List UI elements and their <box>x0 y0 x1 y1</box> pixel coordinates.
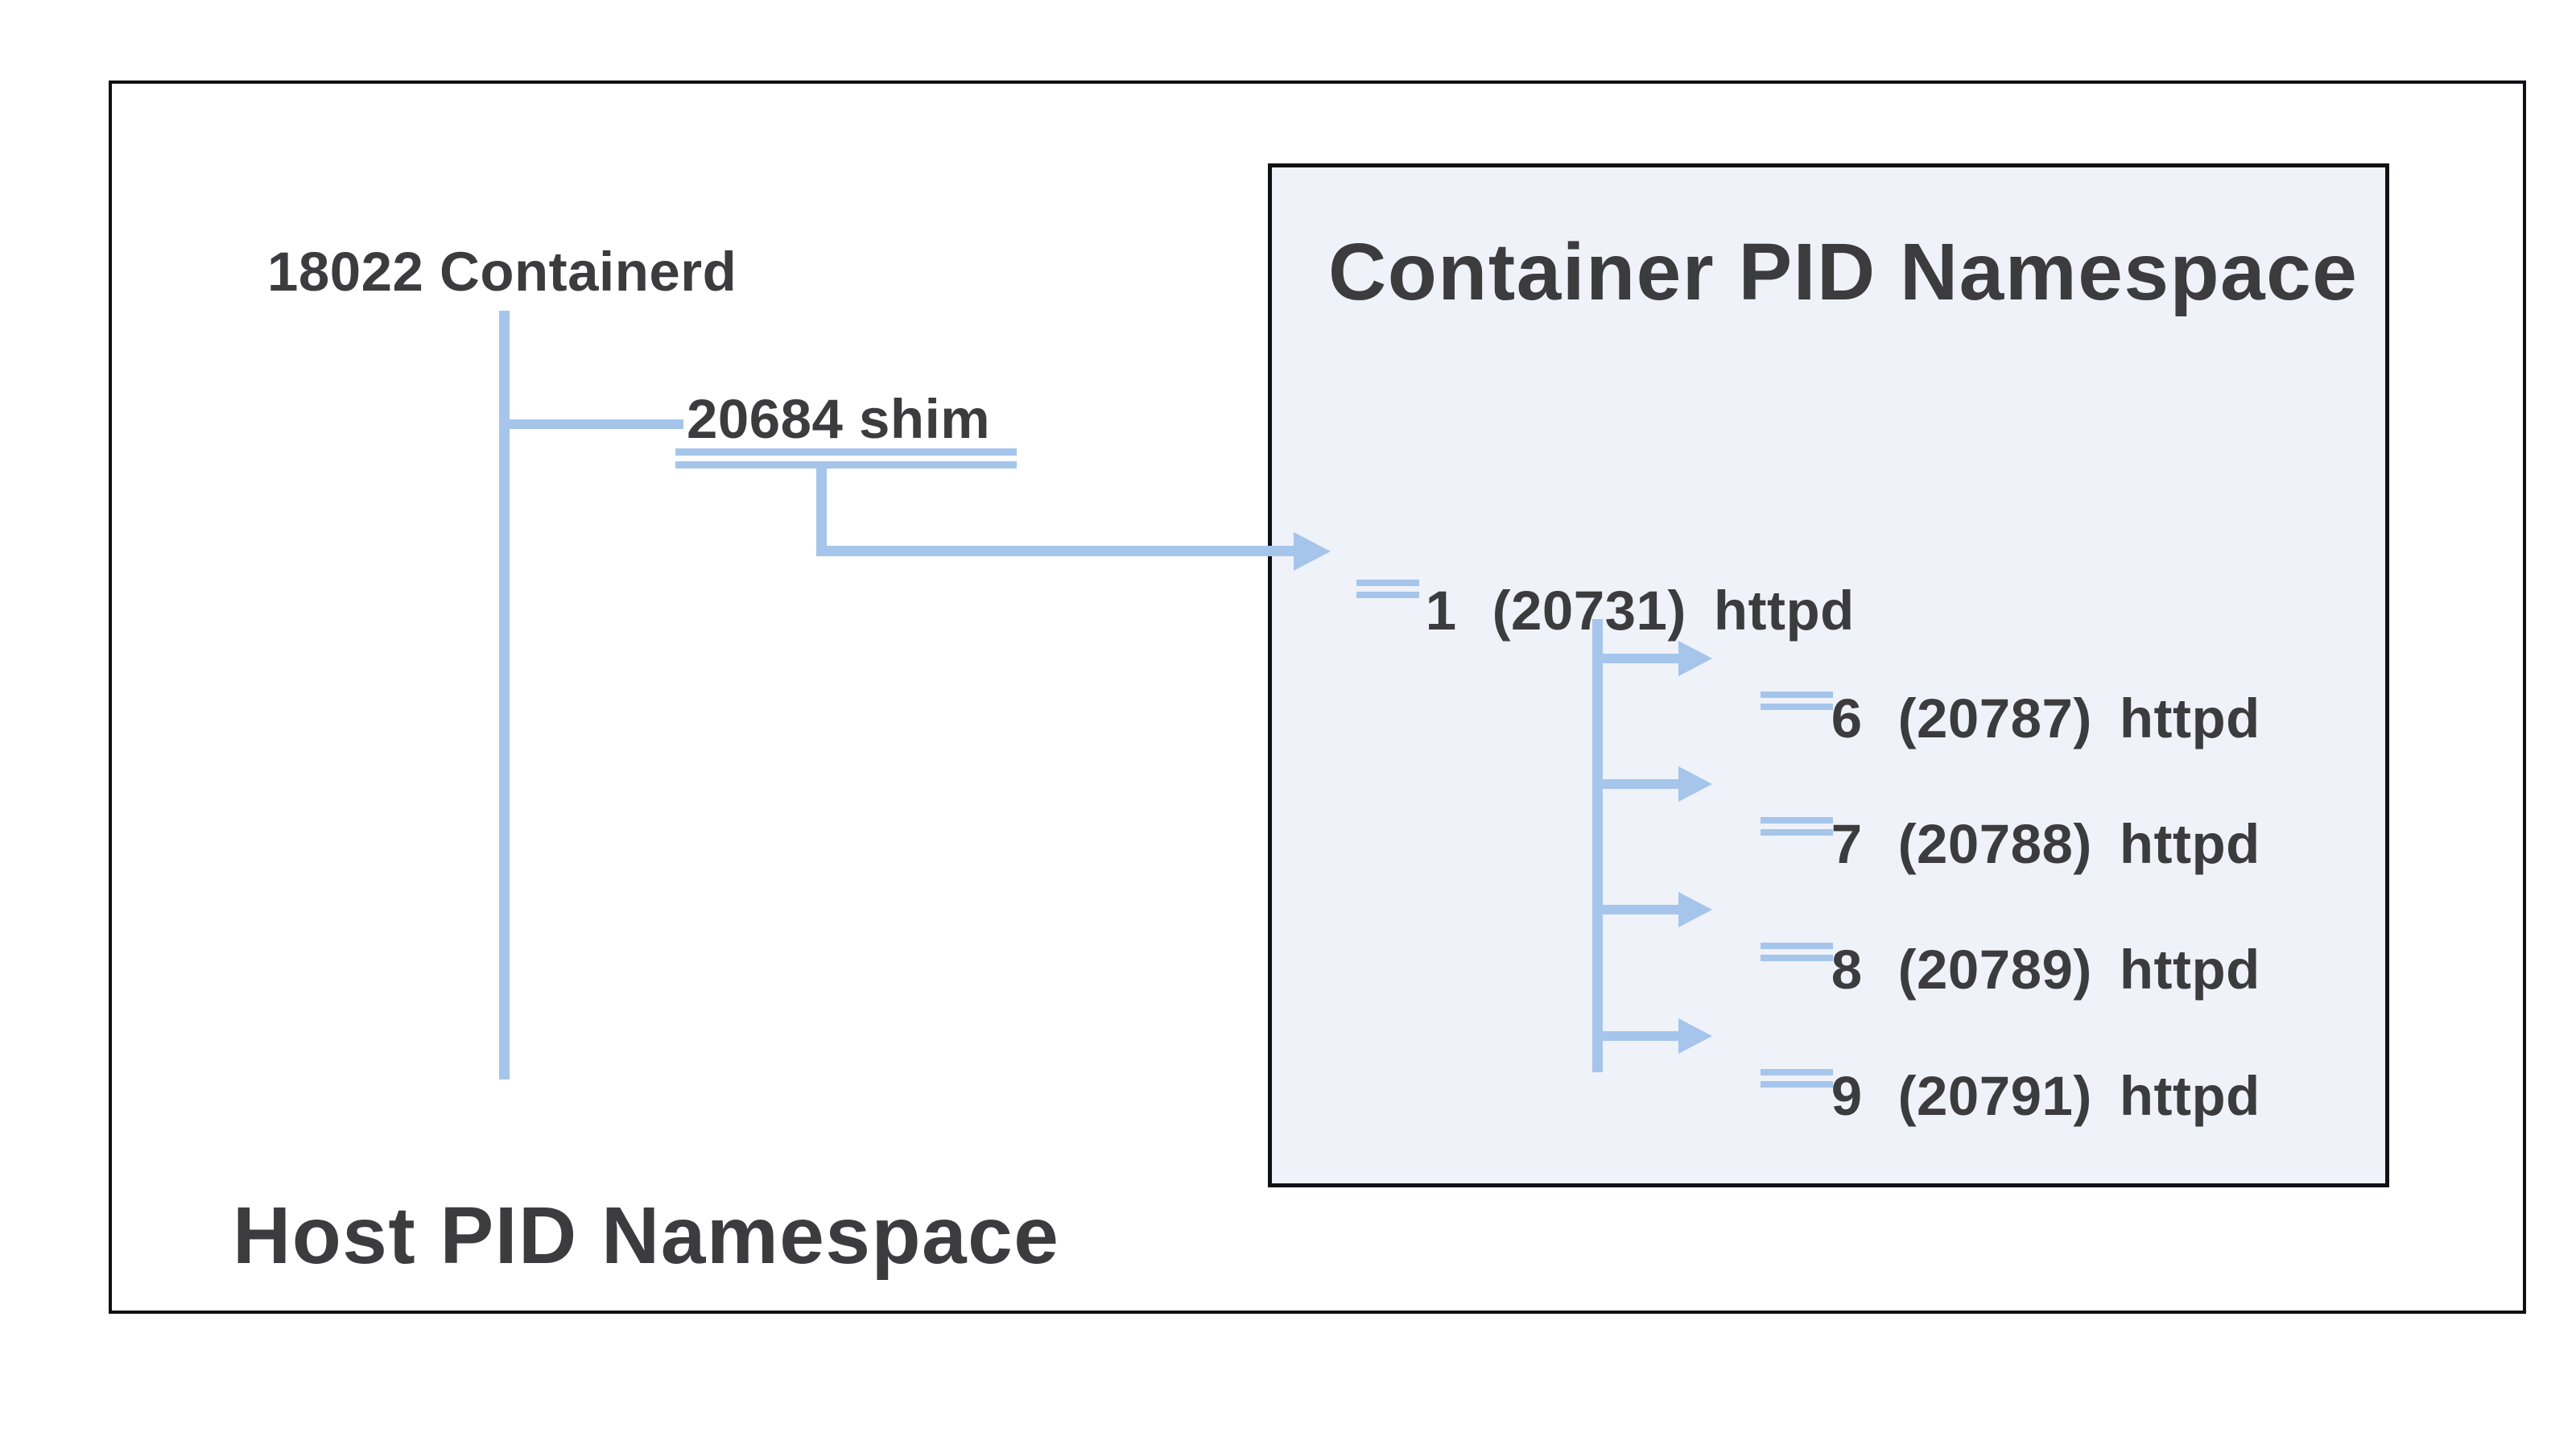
child-pid-double-underline <box>1761 817 1833 836</box>
child-branch-line <box>1603 1031 1678 1041</box>
child-host-pid: (20791) <box>1897 1065 2092 1127</box>
child-ns-pid: 9 <box>1831 1065 1863 1127</box>
shim-drop-line <box>816 469 827 555</box>
child-host-pid: (20787) <box>1897 687 2092 749</box>
child-arrowhead-icon <box>1678 1018 1712 1054</box>
container-trunk-line <box>1592 619 1603 1072</box>
process-node-child: 9 (20791) httpd <box>1768 1007 2260 1186</box>
child-pid-double-underline <box>1761 1069 1833 1088</box>
root-process-name: httpd <box>1713 580 1855 642</box>
child-host-pid: (20788) <box>1897 813 2092 875</box>
child-pid-double-underline <box>1761 943 1833 961</box>
process-node-child: 7 (20788) httpd <box>1768 755 2260 934</box>
child-process-name: httpd <box>2119 939 2260 1001</box>
containerd-trunk-line <box>499 311 510 1080</box>
shim-branch-line <box>510 419 683 429</box>
containerd-process-node: 18022 Containerd <box>267 241 737 303</box>
child-process-name: httpd <box>2119 687 2260 749</box>
shim-process-node: 20684 shim <box>687 388 991 450</box>
process-node-root: 1 (20731) httpd <box>1362 522 1855 700</box>
container-pid-namespace-box <box>1268 163 2389 1187</box>
child-branch-line <box>1603 779 1678 789</box>
shim-to-container-arrowhead-icon <box>1294 532 1331 571</box>
child-pid-double-underline <box>1761 691 1833 710</box>
shim-double-underline <box>675 448 1017 469</box>
child-ns-pid: 6 <box>1831 687 1863 749</box>
child-process-name: httpd <box>2119 813 2260 875</box>
child-process-name: httpd <box>2119 1065 2260 1127</box>
root-host-pid: (20731) <box>1492 580 1686 642</box>
host-namespace-title: Host PID Namespace <box>233 1191 1060 1281</box>
child-arrowhead-icon <box>1678 892 1712 927</box>
child-ns-pid: 8 <box>1831 939 1863 1001</box>
process-node-child: 8 (20789) httpd <box>1768 881 2260 1059</box>
container-namespace-title: Container PID Namespace <box>1328 227 2359 317</box>
root-ns-pid: 1 <box>1425 580 1457 642</box>
root-pid-double-underline <box>1356 580 1419 598</box>
child-arrowhead-icon <box>1678 766 1712 802</box>
child-ns-pid: 7 <box>1831 813 1863 875</box>
shim-to-container-arrow-line <box>816 546 1294 556</box>
child-branch-line <box>1603 905 1678 914</box>
process-node-child: 6 (20787) httpd <box>1768 630 2260 808</box>
child-arrowhead-icon <box>1678 641 1712 676</box>
child-host-pid: (20789) <box>1897 939 2092 1001</box>
child-branch-line <box>1603 654 1678 663</box>
